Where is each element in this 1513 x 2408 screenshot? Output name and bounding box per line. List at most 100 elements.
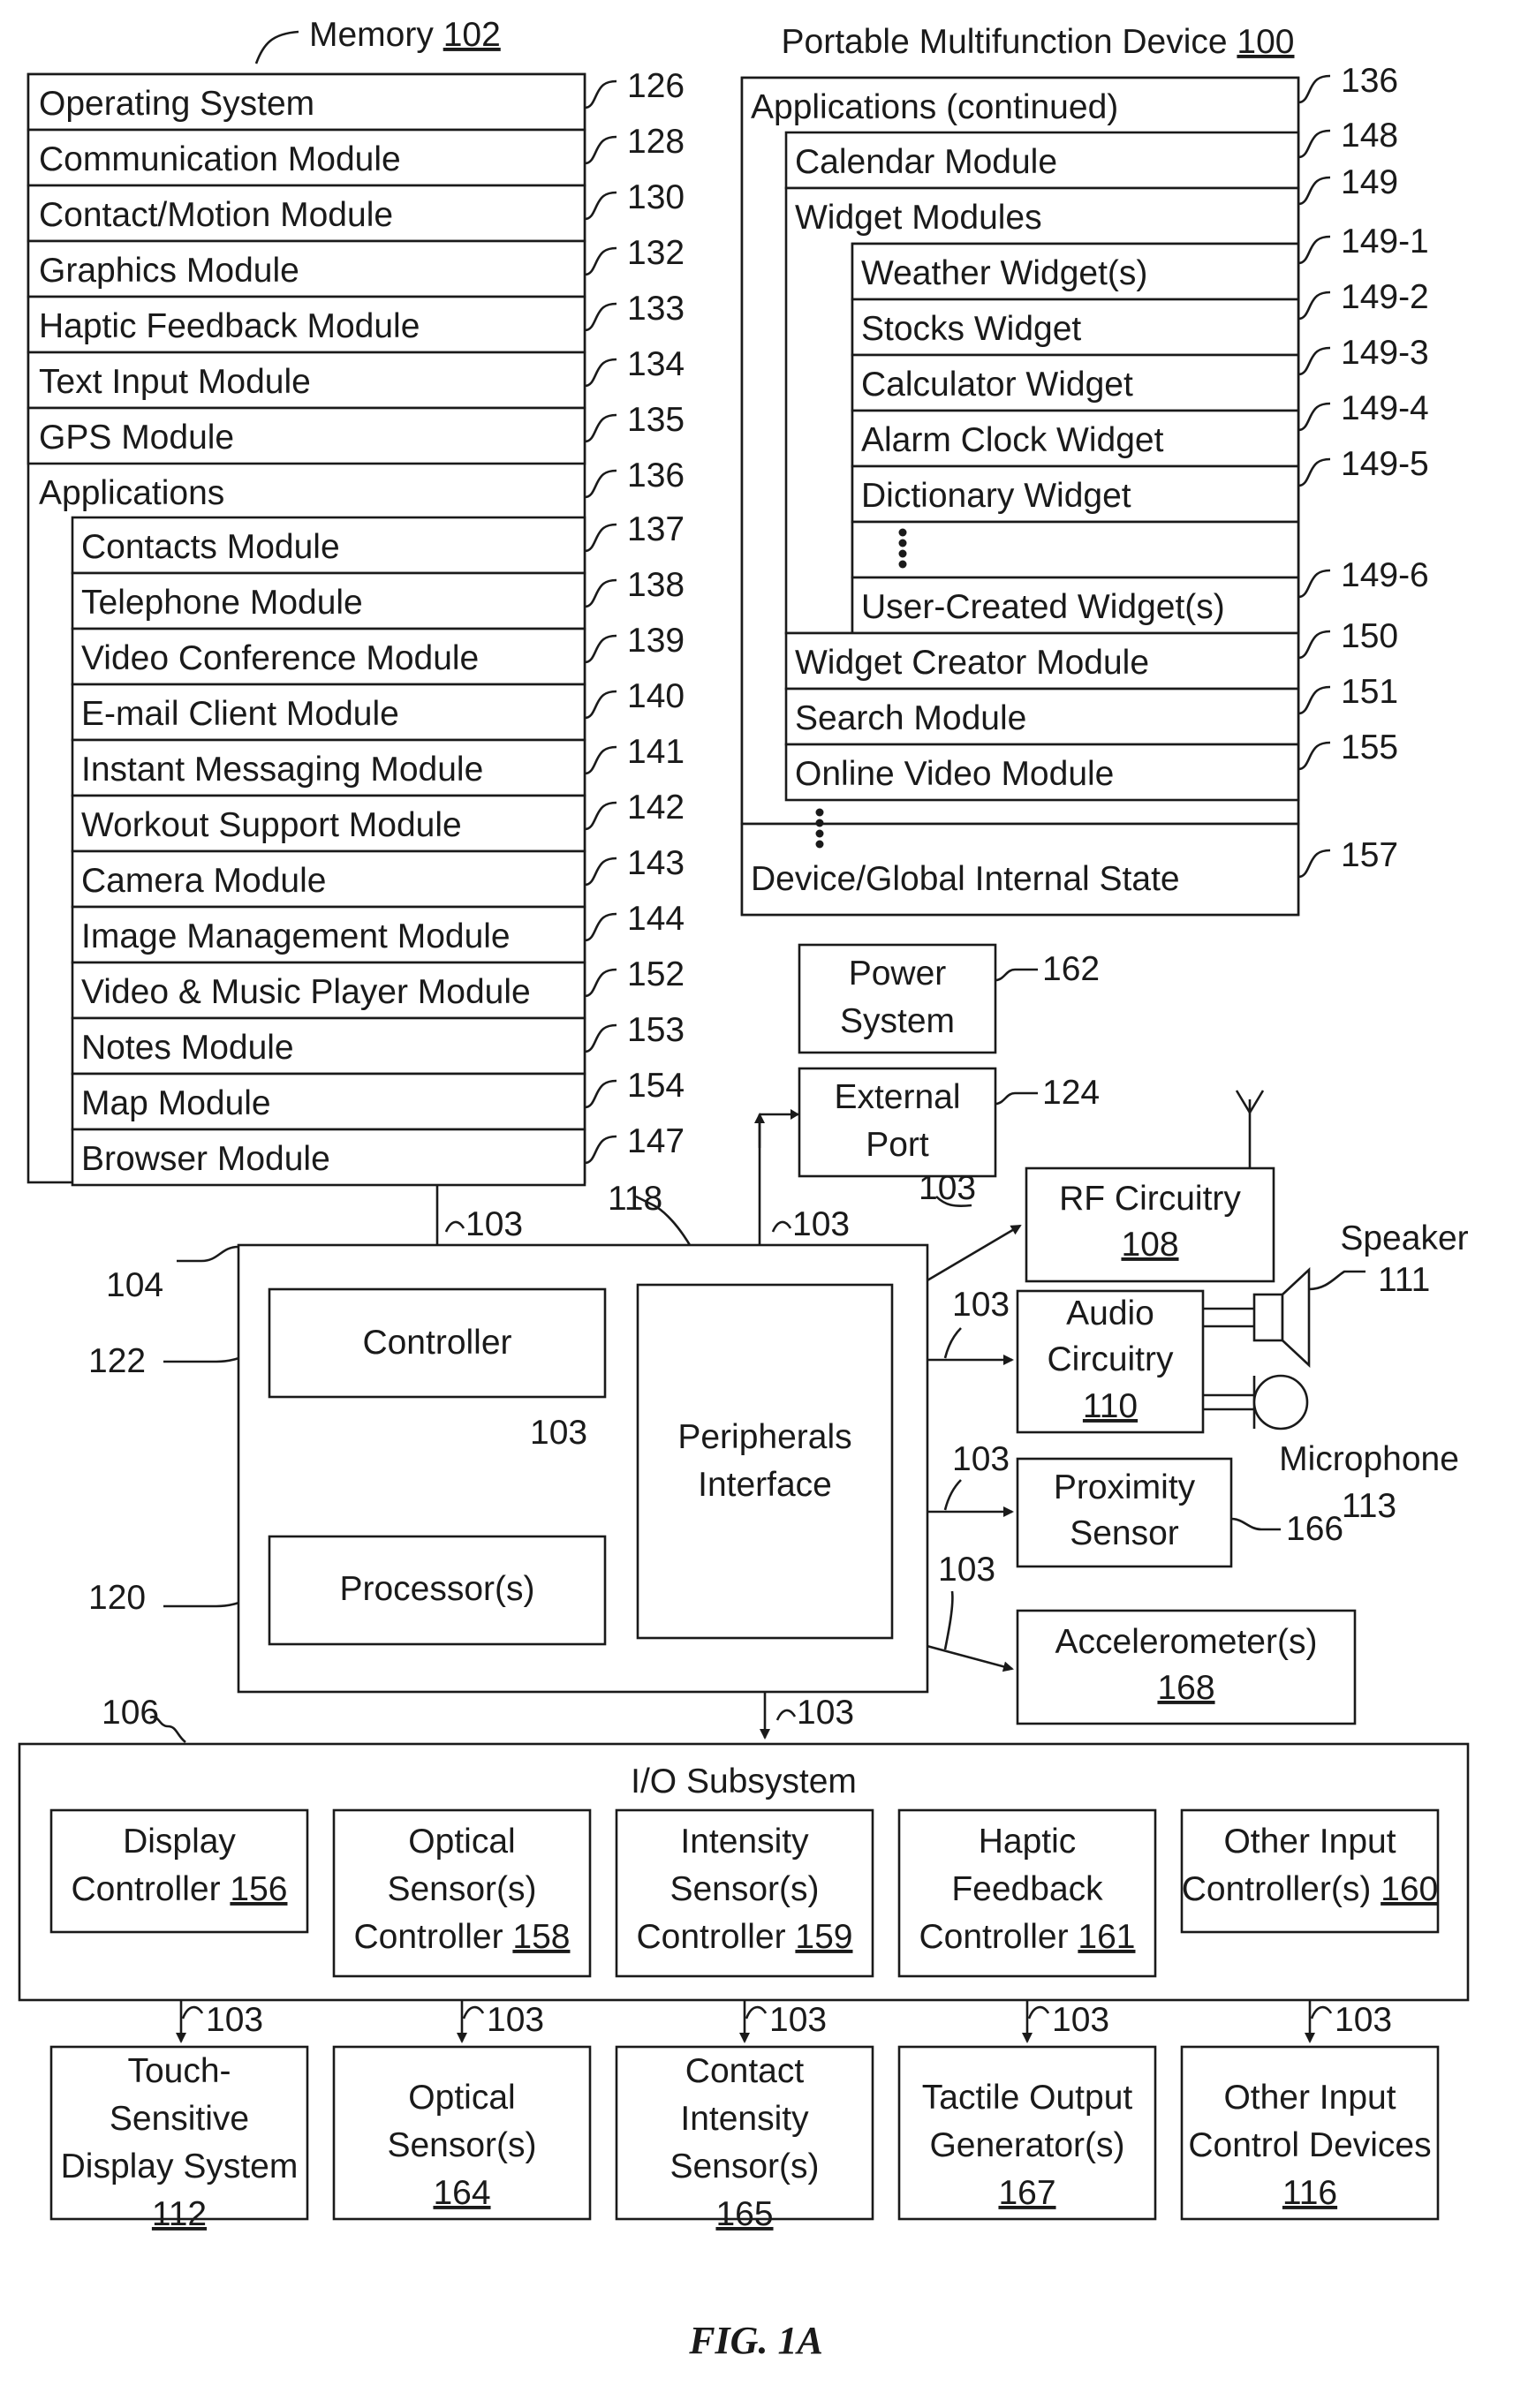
widget-ref-leader [1298,459,1330,486]
bus-label-accel: 103 [938,1551,995,1589]
memory-row-label: Contact/Motion Module [39,196,393,234]
speaker-label: Speaker [1340,1219,1468,1257]
app-row-ref-ref: 152 [627,955,685,993]
module-label: Widget Creator Module [795,644,1149,682]
io-controller-label: Sensor(s) [670,1870,819,1908]
module-ref-leader [1298,743,1330,769]
io-device-wave [183,2007,202,2019]
microphone-icon [1254,1376,1307,1429]
widget-label: User-Created Widget(s) [861,588,1225,626]
memory-row-ref-leader [585,192,617,219]
peripherals-label-line: Peripherals [677,1418,851,1456]
peripherals-label-line: Interface [698,1466,832,1504]
io-device-wave [1312,2007,1331,2019]
device-label: Optical [408,2079,515,2117]
app-row-label: Notes Module [81,1029,294,1067]
widget-label: Dictionary Widget [861,477,1131,515]
ext-port-arrowhead [791,1109,799,1120]
bus-label-ext-wave [773,1222,791,1232]
app-row-label: E-mail Client Module [81,695,399,733]
state-label: Device/Global Internal State [751,860,1180,898]
bus-label-device: 103 [206,2001,263,2039]
module-ref-leader [1298,631,1330,658]
widget-ref-ref: 149-2 [1341,278,1429,316]
app-row-label: Video Conference Module [81,639,479,677]
io-controller-label: Other Input [1223,1823,1396,1861]
memory-row-label: Haptic Feedback Module [39,307,420,345]
app-row-ref-ref: 147 [627,1122,685,1160]
bus-label-device: 103 [769,2001,827,2039]
speaker-cone [1282,1270,1309,1365]
memory-row-ref-leader [585,471,617,497]
io-controller-label: Controller 156 [72,1870,288,1908]
state-ref-ref: 157 [1341,836,1398,874]
app-row-ref-leader [585,636,617,662]
memory-row-ref-ref: 128 [627,123,685,161]
power-ref: 162 [1042,950,1100,988]
apps-continued-ref-leader [1298,76,1330,102]
bus-label-inner: 103 [530,1414,587,1452]
app-row-label: Workout Support Module [81,806,462,844]
memory-row-ref-leader [585,248,617,275]
device-title: Portable Multifunction Device 100 [782,23,1295,61]
bus-label-audio: 103 [952,1286,1010,1324]
device-label: Contact [685,2052,805,2090]
widget-ref-leader [1298,292,1330,319]
power-label-line: System [840,1002,955,1040]
widget-ref-ref: 149-6 [1341,556,1429,594]
io-controller-label: Controller 158 [354,1918,571,1956]
external-port-ref: 124 [1042,1074,1100,1112]
app-row-ref-leader [585,970,617,996]
io-device-wave [464,2007,483,2019]
device-label: Other Input [1223,2079,1396,2117]
io-controller-label: Intensity [680,1823,809,1861]
bus-label-device: 103 [1335,2001,1392,2039]
peripherals-ref: 118 [608,1180,662,1218]
io-controller-label-ref: 159 [795,1918,852,1956]
bus-label-mem-wave [446,1222,464,1232]
apps-continued-ref-ref: 136 [1341,62,1398,100]
widget-modules-label: Widget Modules [795,199,1042,237]
app-row-ref-leader [585,580,617,607]
bus-label-prox: 103 [952,1440,1010,1478]
device-label: Sensor(s) [670,2148,819,2185]
memory-title-ref: 102 [443,16,501,54]
widget-more-dots [899,550,907,558]
app-row-label: Camera Module [81,862,326,900]
device-label: Intensity [680,2100,809,2138]
app-row-label: Telephone Module [81,584,363,622]
bus-label-io: 103 [797,1694,854,1732]
module-ref-ref: 155 [1341,728,1398,766]
memory-row-ref-leader [585,81,617,108]
app-row-ref-ref: 138 [627,566,685,604]
io-controller-label: Optical [408,1823,515,1861]
module-ref-ref: 151 [1341,673,1398,711]
audio-label-line: Audio [1066,1295,1154,1332]
modules-more-dots [816,841,824,849]
module-label: Search Module [795,699,1026,737]
app-row-ref-ref: 144 [627,900,685,938]
state-ref-leader [1298,850,1330,877]
memory-row-ref-leader [585,137,617,163]
peripherals-box [638,1285,892,1638]
widget-ref-leader [1298,237,1330,263]
widget-ref-ref: 149-1 [1341,223,1429,260]
widget-more-dots [899,561,907,569]
speaker-ref: 111 [1378,1261,1430,1299]
calendar-ref-leader [1298,131,1330,157]
io-controller-label-ref: 160 [1381,1870,1438,1908]
core-leader [177,1247,238,1261]
bus-label-io-wave [777,1710,795,1720]
bus-label-mem: 103 [465,1205,523,1243]
app-row-ref-ref: 154 [627,1067,685,1105]
memory-row-ref-ref: 133 [627,290,685,328]
app-row-ref-leader [585,1025,617,1052]
device-ref: 167 [998,2174,1055,2212]
widget-ref-leader [1298,570,1330,597]
figure-label: FIG. 1A [688,2319,823,2362]
core-ref: 104 [106,1266,163,1304]
external-port-label-line: Port [866,1126,929,1164]
widget-label: Calculator Widget [861,366,1133,404]
app-row-ref-ref: 142 [627,789,685,827]
widget-more-dots [899,529,907,537]
